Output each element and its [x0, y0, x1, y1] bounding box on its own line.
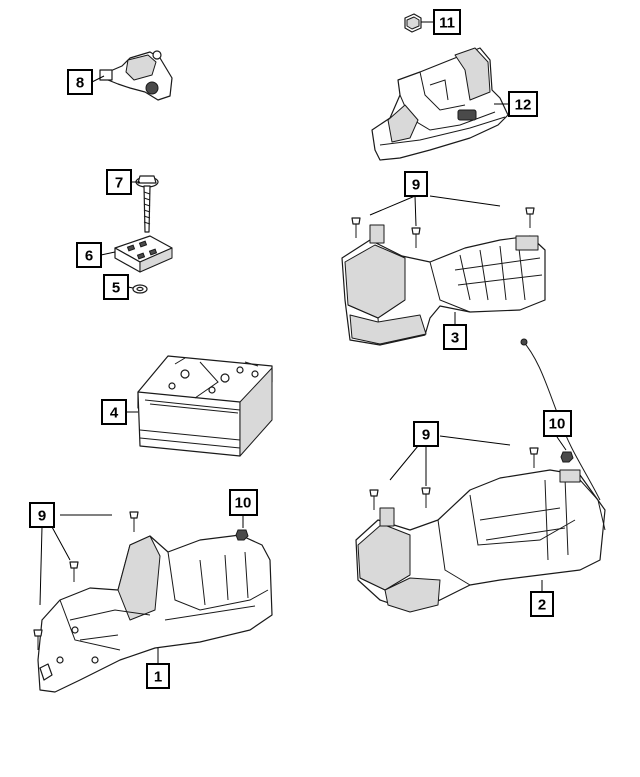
callout-10-lower-left: 10	[229, 489, 258, 516]
callout-5-label: 5	[112, 280, 120, 297]
callout-10-lower-right: 10	[543, 410, 572, 437]
callout-1: 1	[146, 663, 170, 689]
part-1-tray-drawing	[37, 534, 273, 693]
part-7-bolt-drawing	[135, 175, 159, 233]
part-8-sensor-drawing	[99, 50, 173, 101]
part-4-battery-drawing	[137, 355, 273, 457]
part-9-bolts-lower-right-drawing	[369, 447, 539, 510]
part-3-tray-drawing	[341, 224, 546, 346]
callout-8: 8	[67, 69, 93, 95]
callout-10-lower-left-label: 10	[235, 495, 252, 512]
part-10-nut-lower-right-drawing	[560, 451, 574, 463]
part-11-clip-drawing	[404, 13, 422, 33]
callout-1-label: 1	[154, 669, 162, 686]
callout-12-label: 12	[515, 97, 532, 114]
callout-6-label: 6	[85, 248, 93, 265]
callout-2-label: 2	[538, 597, 546, 614]
part-9-bolts-lower-left-drawing	[33, 511, 139, 650]
callout-8-label: 8	[76, 75, 84, 92]
callout-7: 7	[106, 169, 132, 195]
callout-3-label: 3	[451, 330, 459, 347]
callout-10-lower-right-label: 10	[549, 416, 566, 433]
callout-12: 12	[508, 91, 538, 117]
part-5-washer-drawing	[132, 284, 148, 294]
callout-3: 3	[443, 324, 467, 350]
part-10-nut-lower-left-drawing	[235, 529, 249, 541]
callout-11: 11	[433, 9, 461, 35]
callout-9-lower-right-label: 9	[422, 427, 430, 444]
callout-9-lower-right: 9	[413, 421, 439, 447]
callout-2: 2	[530, 591, 554, 617]
callout-11-label: 11	[439, 15, 455, 32]
part-6-clamp-drawing	[114, 235, 173, 273]
callout-7-label: 7	[115, 175, 123, 192]
callout-9-upper: 9	[404, 171, 428, 197]
callout-9-lower-left-label: 9	[38, 508, 46, 525]
part-9-bolts-upper-drawing	[351, 207, 535, 248]
callout-4-label: 4	[110, 405, 119, 422]
callout-9-upper-label: 9	[412, 177, 420, 194]
callout-5: 5	[103, 274, 129, 300]
callout-6: 6	[76, 242, 102, 268]
leader-lines	[39, 21, 567, 664]
callout-4: 4	[101, 399, 127, 425]
part-2-tray-drawing	[355, 338, 606, 613]
callout-9-lower-left: 9	[29, 502, 55, 528]
part-12-bracket-drawing	[371, 47, 509, 161]
